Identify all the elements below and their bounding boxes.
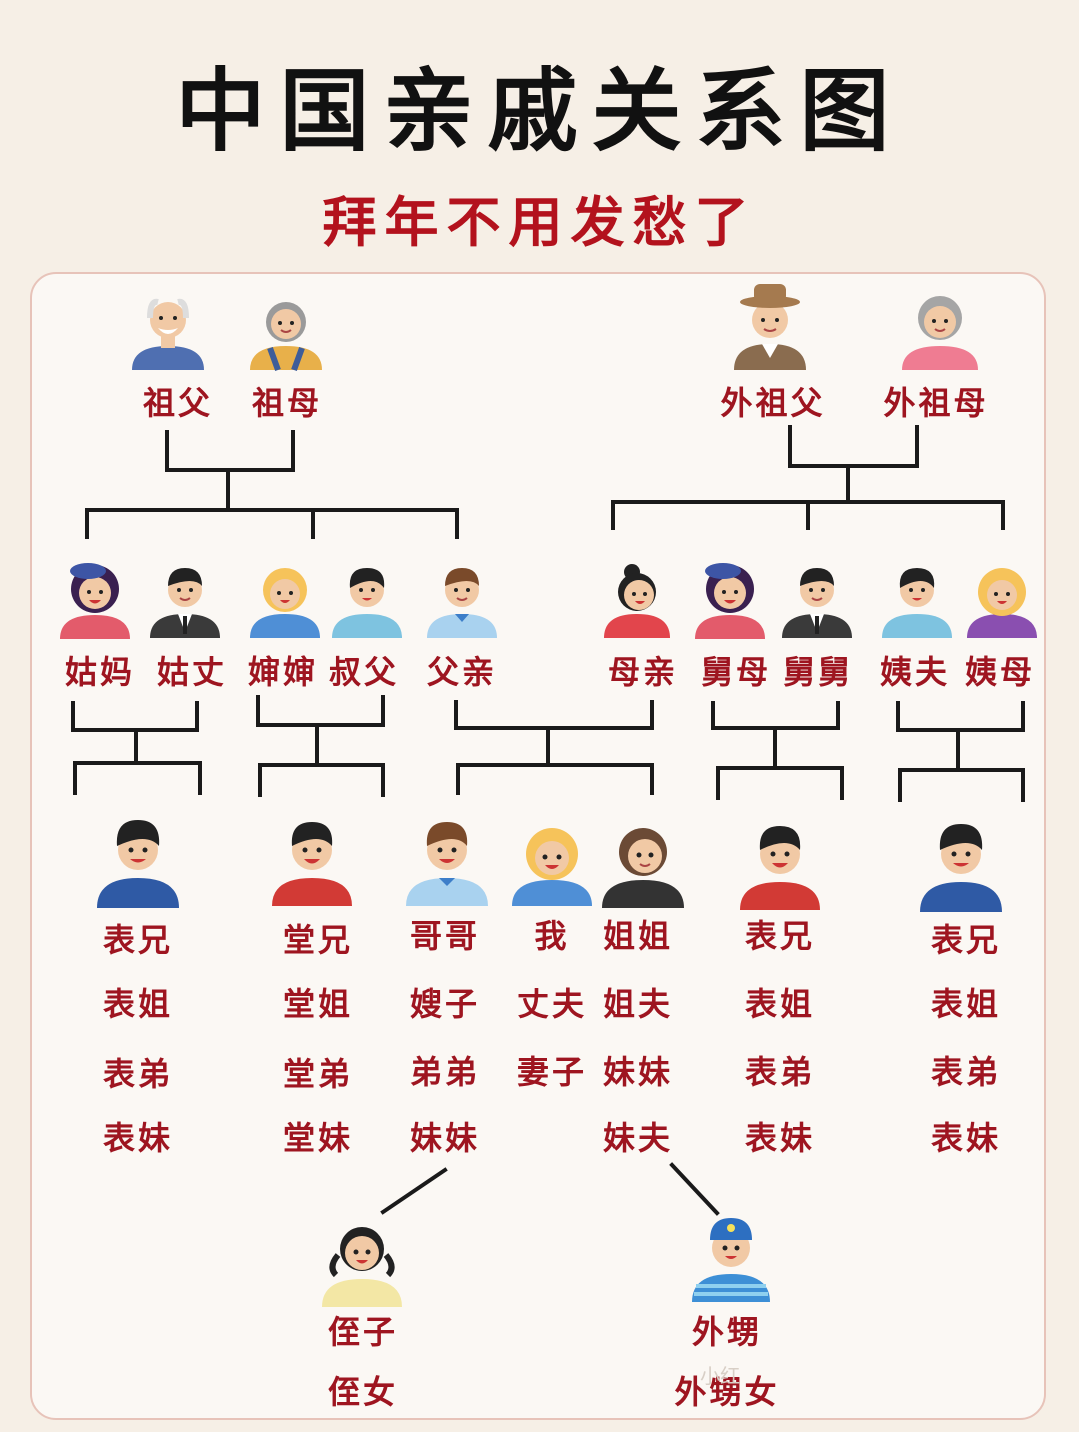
label-guzhang: 姑丈	[156, 653, 228, 691]
uncle-guzhang-icon	[150, 568, 220, 638]
col6-label: 表兄	[744, 917, 816, 955]
label-paternal-grandfather: 祖父	[142, 384, 214, 422]
cousin-biao-icon	[97, 820, 179, 908]
line-shufu-group	[256, 695, 385, 797]
grandfather-icon	[132, 298, 204, 370]
col5-label: 姐姐	[602, 917, 674, 955]
brother-icon	[406, 822, 488, 906]
line-nephew	[380, 1167, 448, 1215]
father-icon	[427, 568, 497, 638]
uncle-yifu-icon	[882, 568, 952, 638]
label-zhinv: 侄女	[327, 1373, 399, 1411]
col1-label: 表妹	[102, 1119, 174, 1157]
col2-label: 堂姐	[282, 985, 354, 1023]
cousin-biao-2-icon	[740, 826, 820, 910]
col1-label: 表兄	[102, 921, 174, 959]
watermark: 小红	[700, 1364, 740, 1388]
col7-label: 表姐	[930, 985, 1002, 1023]
maternal-grandmother-icon	[902, 296, 978, 370]
sister-child-icon	[692, 1218, 770, 1302]
col5-label: 姐夫	[602, 985, 674, 1023]
cousin-tang-icon	[272, 822, 352, 906]
line-sister-child	[669, 1162, 720, 1216]
col5-label: 妹妹	[602, 1053, 674, 1091]
line-parents-group	[454, 700, 654, 795]
col4-label: 丈夫	[516, 985, 588, 1023]
me-icon	[512, 828, 592, 906]
line-jiujiu-group	[711, 701, 844, 800]
label-mother: 母亲	[607, 653, 679, 691]
label-gumu: 姑妈	[64, 653, 136, 691]
label-shufu: 叔父	[328, 653, 400, 691]
col3-label: 嫂子	[409, 985, 481, 1023]
col7-label: 表弟	[930, 1053, 1002, 1091]
col6-label: 表姐	[744, 985, 816, 1023]
label-yifu: 姨夫	[879, 653, 951, 691]
col5-label: 妹夫	[602, 1119, 674, 1157]
sister-icon	[602, 828, 684, 908]
col3-label: 哥哥	[409, 917, 481, 955]
label-paternal-grandmother: 祖母	[251, 384, 323, 422]
col4-label: 我	[534, 917, 570, 955]
maternal-grandfather-icon	[734, 284, 806, 370]
cousin-biao-3-icon	[920, 824, 1002, 912]
col6-label: 表妹	[744, 1119, 816, 1157]
aunt-yimu-icon	[967, 568, 1037, 638]
col3-label: 妹妹	[409, 1119, 481, 1157]
col7-label: 表妹	[930, 1119, 1002, 1157]
col4-label: 妻子	[516, 1053, 588, 1091]
label-waishengnv: 外甥女	[674, 1373, 780, 1411]
line-paternal-grandparents	[85, 430, 459, 539]
col2-label: 堂妹	[282, 1119, 354, 1157]
uncle-shufu-icon	[332, 568, 402, 638]
aunt-shenshen-icon	[250, 568, 320, 638]
col7-label: 表兄	[930, 921, 1002, 959]
mother-icon	[604, 564, 670, 638]
uncle-jiujiu-icon	[782, 568, 852, 638]
label-maternal-grandfather: 外祖父	[720, 384, 826, 422]
label-yimu: 姨母	[964, 653, 1036, 691]
col1-label: 表弟	[102, 1055, 174, 1093]
label-jiujiu: 舅舅	[782, 653, 854, 691]
aunt-gumu-icon	[60, 563, 130, 639]
niece-nephew-icon	[322, 1227, 402, 1307]
label-father: 父亲	[426, 653, 498, 691]
line-gumu-group	[71, 701, 202, 795]
line-yifu-group	[896, 701, 1025, 802]
aunt-jiumu-icon	[695, 563, 765, 639]
col2-label: 堂兄	[282, 921, 354, 959]
col1-label: 表姐	[102, 985, 174, 1023]
page-subtitle: 拜年不用发愁了	[322, 191, 757, 254]
col3-label: 弟弟	[409, 1053, 481, 1091]
label-waisheng: 外甥	[691, 1313, 763, 1351]
grandmother-icon	[250, 302, 322, 372]
col6-label: 表弟	[744, 1053, 816, 1091]
col2-label: 堂弟	[282, 1055, 354, 1093]
label-zhizi: 侄子	[327, 1313, 399, 1351]
line-maternal-grandparents	[611, 425, 1005, 530]
page-title: 中国亲戚关系图	[175, 59, 904, 164]
label-maternal-grandmother: 外祖母	[883, 384, 989, 422]
label-jiumu: 舅母	[700, 653, 772, 691]
label-shenshen: 婶婶	[247, 653, 319, 691]
